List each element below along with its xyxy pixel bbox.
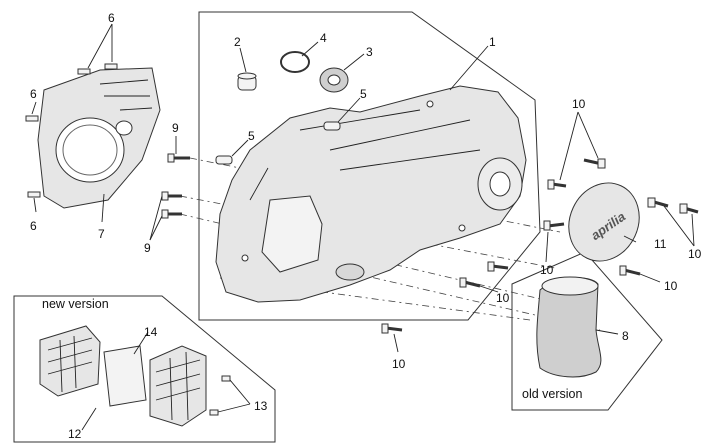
old-version-frame [511, 251, 663, 411]
callout-13: 13 [254, 399, 268, 413]
callout-9b: 9 [144, 241, 151, 255]
cover-plate-part-7 [37, 67, 161, 209]
callout-numbers: 1 2 3 4 5 5 6 6 6 7 8 9 9 10 10 10 10 10… [30, 11, 702, 441]
callout-4: 4 [320, 31, 327, 45]
callout-10b: 10 [540, 263, 554, 277]
crankcase-cover-part-1 [215, 85, 527, 303]
old-version-caption: old version [522, 387, 582, 401]
callout-6a: 6 [108, 11, 115, 25]
seal-part-3 [319, 67, 349, 93]
circlip-part-4 [280, 51, 310, 73]
bolts-part-9 [161, 153, 190, 219]
new-version-caption: new version [42, 297, 109, 311]
callout-7: 7 [98, 227, 105, 241]
filter-part-14 [103, 345, 147, 407]
callout-10e: 10 [496, 291, 510, 305]
bushing-part-2 [237, 72, 257, 91]
air-duct-part-8 [536, 276, 602, 378]
callout-6b: 6 [30, 87, 37, 101]
bolts-part-10 [381, 158, 699, 334]
callout-11: 11 [654, 237, 667, 251]
callout-12: 12 [68, 427, 82, 441]
callout-3: 3 [366, 45, 373, 59]
leader-lines [31, 23, 695, 431]
callout-10d: 10 [664, 279, 678, 293]
screws-part-6 [25, 63, 118, 198]
callout-2: 2 [234, 35, 241, 49]
callout-10a: 10 [572, 97, 586, 111]
callout-6c: 6 [30, 219, 37, 233]
new-version-frame [13, 295, 276, 443]
callout-14: 14 [144, 325, 158, 339]
callout-10f: 10 [392, 357, 406, 371]
dowel-pins-part-5 [215, 121, 341, 165]
callout-10c: 10 [688, 247, 702, 261]
grille-cover [149, 345, 207, 427]
callout-9a: 9 [172, 121, 179, 135]
callout-8: 8 [622, 329, 629, 343]
screws-part-13 [209, 375, 231, 416]
callout-5b: 5 [248, 129, 255, 143]
logo-cover-part-11: aprilia [568, 182, 640, 262]
duct-assembly-part-12 [39, 325, 101, 397]
callout-1: 1 [489, 35, 496, 49]
callout-5a: 5 [360, 87, 367, 101]
main-assembly-frame [198, 11, 541, 321]
